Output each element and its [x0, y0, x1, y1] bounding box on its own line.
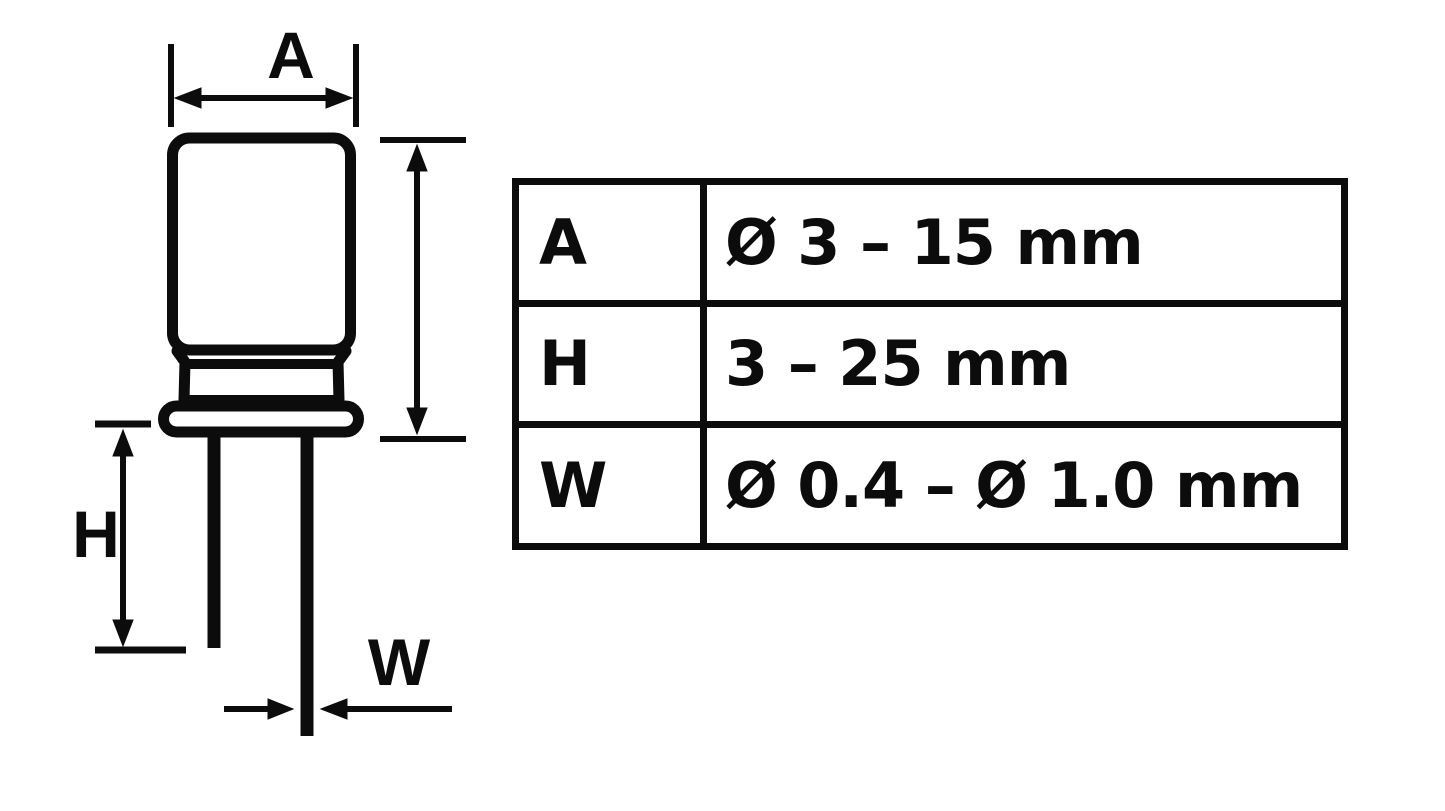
- height-dimension-arrow: [380, 137, 466, 442]
- a-dimension-arrow: [168, 44, 359, 127]
- param-cell: A: [512, 178, 707, 307]
- param-cell: W: [512, 421, 707, 550]
- arrow-up-icon: [112, 428, 134, 457]
- arrow-right-icon: [325, 87, 354, 109]
- value-cell: Ø 0.4 – Ø 1.0 mm: [700, 421, 1348, 550]
- capacitor-base-flange: [158, 400, 364, 438]
- table-row: W Ø 0.4 – Ø 1.0 mm: [512, 421, 1348, 550]
- arrow-down-icon: [406, 407, 428, 436]
- dim-label-a: A: [267, 18, 315, 92]
- w-dimension-arrows: [224, 698, 452, 720]
- arrow-left-icon: [319, 698, 348, 720]
- capacitor-sleeve: [171, 345, 352, 406]
- arrow-left-icon: [173, 87, 202, 109]
- dim-label-w: W: [367, 625, 431, 699]
- param-cell: H: [512, 299, 707, 429]
- dim-label-h: H: [72, 497, 120, 571]
- arrow-up-icon: [406, 143, 428, 172]
- dimension-spec-table: A Ø 3 – 15 mm H 3 – 25 mm W Ø 0.4 – Ø 1.…: [512, 178, 1348, 550]
- table-row: A Ø 3 – 15 mm: [512, 178, 1348, 307]
- value-cell: Ø 3 – 15 mm: [700, 178, 1348, 307]
- arrow-right-icon: [267, 698, 295, 720]
- h-dimension-arrow: [95, 420, 186, 654]
- arrow-down-icon: [112, 619, 134, 648]
- capacitor-leads: [207, 437, 314, 736]
- capacitor-body: [167, 132, 356, 356]
- value-cell: 3 – 25 mm: [700, 299, 1348, 429]
- table-row: H 3 – 25 mm: [512, 299, 1348, 429]
